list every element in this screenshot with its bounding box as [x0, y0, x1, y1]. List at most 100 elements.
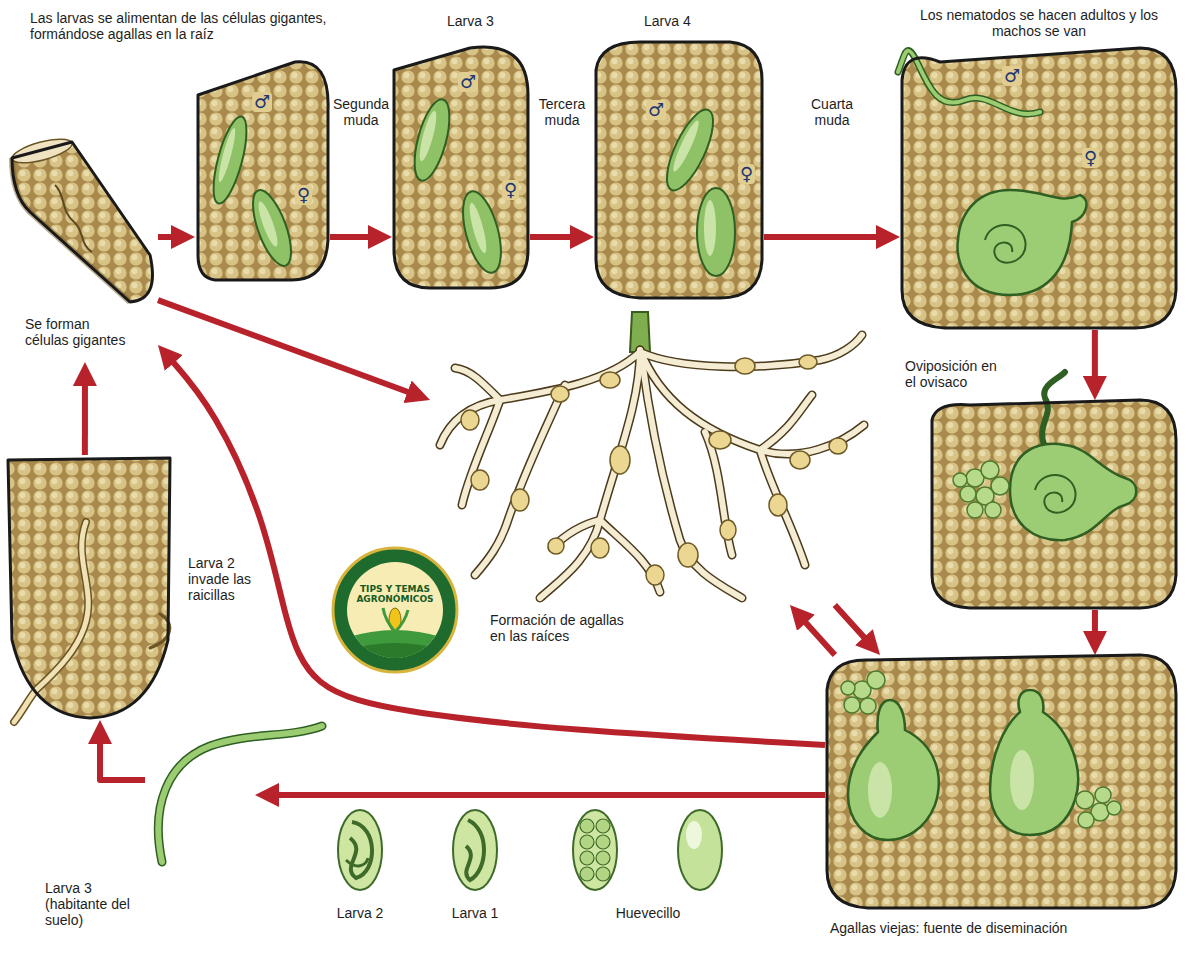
root-outline [440, 335, 864, 598]
body-highlight [1010, 750, 1034, 810]
root-gall [735, 358, 755, 374]
egg-mass [953, 461, 1009, 518]
cycle-arrow [1092, 330, 1098, 386]
logo-field [340, 643, 450, 670]
egg [573, 810, 617, 890]
male-worm [1042, 372, 1065, 447]
egg-mass [1107, 801, 1121, 815]
logo-ring [333, 548, 457, 672]
egg-mass [841, 681, 855, 695]
panel-outline [5, 455, 175, 720]
root-gall [709, 431, 731, 449]
cycle-arrow [330, 234, 378, 240]
egg-mass [960, 486, 976, 502]
root-gall [548, 538, 564, 554]
panel-outline [825, 655, 1178, 910]
cycle-arrow [269, 792, 825, 798]
egg-caption: Larva 1 [435, 905, 515, 921]
molt-label: Segunda muda [326, 96, 396, 128]
egg-cell [596, 851, 610, 865]
soil-larva: Larva 3 (habitante del suelo) [145, 705, 255, 870]
logo-field [340, 630, 450, 670]
egg [453, 810, 497, 890]
egg-mass [867, 671, 885, 689]
egg-mass [844, 697, 860, 713]
panel-outline [900, 45, 1178, 330]
cycle-arrow [167, 355, 825, 745]
cycle-arrow [835, 605, 871, 645]
coiled-larva [350, 822, 372, 878]
sex-symbol: ♂ [646, 100, 666, 120]
molt-label: Cuarta muda [797, 96, 867, 128]
invading-larva [14, 522, 88, 722]
cycle-arrow [82, 376, 88, 455]
root-gall [600, 372, 620, 388]
molt-label: Tercera muda [527, 96, 597, 128]
logo-leaf [383, 608, 408, 632]
root-tip-panel: Se forman células gigantes [8, 140, 158, 362]
stage-panel: Agallas viejas: fuente de diseminación [825, 655, 1178, 910]
cycle-arrow [799, 615, 835, 655]
sex-symbol: ♀ [1082, 148, 1099, 168]
root-gall [790, 451, 810, 469]
panel-outline [930, 400, 1178, 610]
stage-caption: Formación de agallas en las raíces [490, 612, 640, 644]
cycle-arrow [1092, 610, 1098, 641]
egg-mass [967, 502, 983, 518]
male-larva [658, 104, 722, 196]
sex-symbol: ♀ [295, 185, 312, 205]
female-adult [990, 690, 1078, 835]
egg-cell [580, 835, 594, 849]
root-gall [829, 438, 847, 454]
panel-outline [12, 142, 153, 302]
egg [678, 810, 722, 890]
root-tissue [827, 655, 1176, 908]
female-gonad [985, 225, 1026, 263]
invading-larva [14, 522, 88, 722]
root-gall [646, 565, 664, 585]
root-gall [471, 470, 489, 490]
panel-outline [8, 458, 170, 718]
root-gall [461, 410, 479, 430]
panel-outline [827, 655, 1176, 908]
root-gall [678, 543, 698, 567]
egg-mass [953, 473, 967, 487]
egg-highlight [686, 821, 702, 849]
egg-cell [580, 851, 594, 865]
body-highlight [868, 762, 892, 818]
sex-symbol: ♂ [252, 92, 272, 112]
panel-outline [932, 400, 1176, 608]
sex-symbol: ♀ [502, 180, 519, 200]
root-gall [511, 489, 529, 511]
stage-panel: Los nematodos se hacen adultos y los mac… [900, 45, 1178, 330]
root-core [440, 335, 864, 598]
sex-symbol: ♂ [458, 72, 478, 92]
male-larva [207, 113, 253, 206]
root-tissue [198, 62, 328, 280]
female-gonad [1035, 475, 1076, 513]
coiled-larva [466, 820, 484, 880]
cycle-arrow [158, 300, 417, 395]
stage-caption: Oviposición en el ovisaco [905, 358, 997, 390]
stage-caption: Larva 4 [644, 13, 714, 29]
larva-highlight [216, 127, 238, 183]
root-shade [12, 158, 130, 302]
root-gall [610, 446, 630, 474]
stage-caption: Agallas viejas: fuente de diseminación [830, 920, 1170, 936]
egg-mass [981, 461, 999, 479]
female-adult [848, 700, 939, 840]
stage-caption: Larva 3 [447, 13, 517, 29]
larva-highlight [255, 200, 281, 249]
stage-caption: Larva 3 (habitante del suelo) [45, 880, 137, 928]
stage-caption: Larva 2 invade las raicillas [188, 555, 268, 603]
cycle-arrow [530, 234, 580, 240]
panel-outline [902, 48, 1176, 328]
cycle-arrow [764, 234, 886, 240]
cycle-arrow [158, 234, 181, 240]
panel-outline [394, 47, 528, 288]
egg-cell [580, 867, 594, 881]
female-adult [1010, 444, 1136, 540]
tiny-larva [55, 185, 92, 252]
egg [338, 810, 382, 890]
